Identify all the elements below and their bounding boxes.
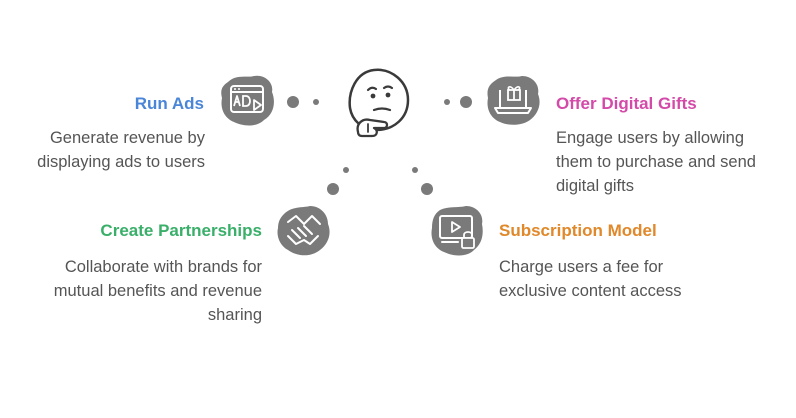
gift-laptop-icon [484,72,542,128]
connector-dot [343,167,349,173]
connector-dot [412,167,418,173]
ad-window-icon [218,72,276,128]
connector-dot [327,183,339,195]
connector-dot [460,96,472,108]
handshake-icon [274,202,332,258]
offer-digital-gifts-description: Engage users by allowing them to purchas… [556,129,756,195]
create-partnerships-title: Create Partnerships [100,221,262,240]
connector-dot [421,183,433,195]
offer-digital-gifts-title: Offer Digital Gifts [556,94,697,113]
run-ads-title: Run Ads [134,94,204,113]
run-ads-description: Generate revenue by displaying ads to us… [37,129,205,171]
subscription-model-description: Charge users a fee for exclusive content… [499,258,682,300]
connector-dot [444,99,450,105]
thinking-face-icon [344,66,414,140]
connector-dot [313,99,319,105]
connector-dot [287,96,299,108]
subscription-model-title: Subscription Model [499,221,657,240]
video-lock-icon [428,202,486,258]
create-partnerships-description: Collaborate with brands for mutual benef… [53,258,262,324]
